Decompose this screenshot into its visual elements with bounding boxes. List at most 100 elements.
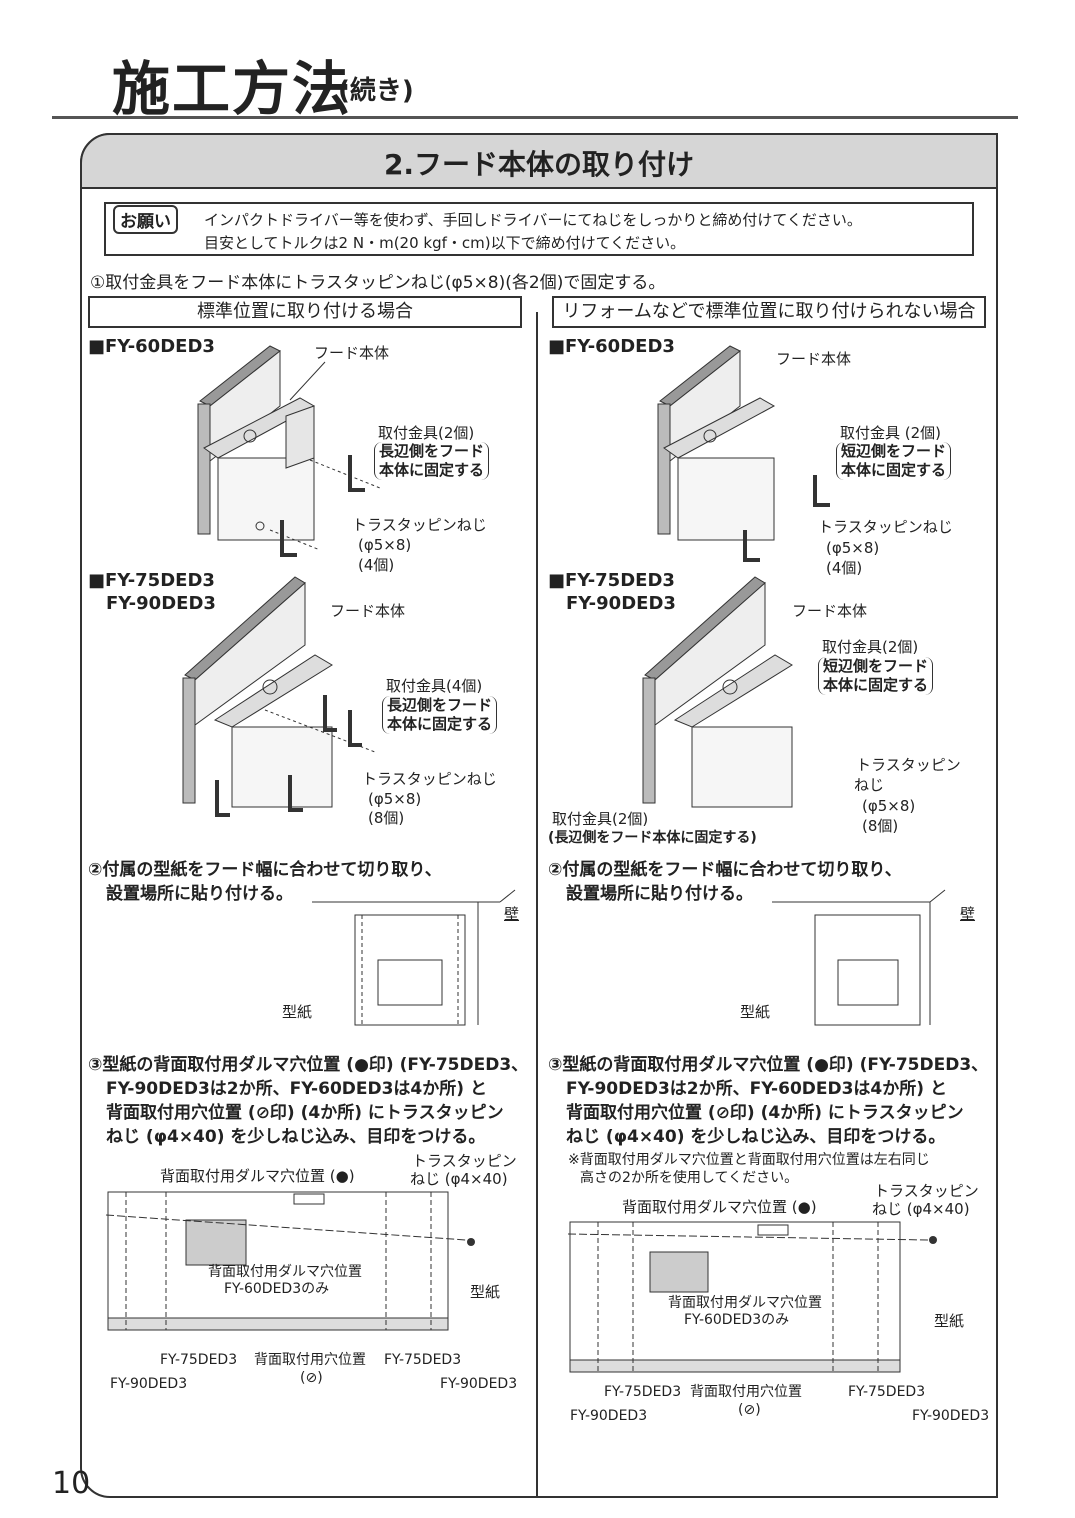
left-bracket-75-note: 長辺側をフード 本体に固定する bbox=[382, 696, 498, 734]
left-step-3-line-2: FY-90DED3は2か所、FY-60DED3は4か所) と bbox=[106, 1079, 487, 1099]
left-daruma-inner-label-2: FY-60DED3のみ bbox=[224, 1281, 330, 1297]
left-step-3-line-1: ③型紙の背面取付用ダルマ穴位置 (●印) (FY-75DED3、 bbox=[88, 1055, 529, 1075]
right-bracket-60-label-1: 取付金具 (2個) bbox=[840, 424, 942, 442]
left-screw-75-label-1: トラスタッピンねじ bbox=[362, 770, 497, 788]
right-screw-75-label-2: ねじ bbox=[854, 776, 885, 794]
left-template-label: 型紙 bbox=[282, 1003, 313, 1021]
section-title: 2.フード本体の取り付け bbox=[383, 148, 695, 181]
left-screw-top-label-1: トラスタッピン bbox=[412, 1152, 517, 1170]
right-step-2-line-2: 設置場所に貼り付ける。 bbox=[566, 884, 753, 904]
right-model-75: ■FY-75DED3 bbox=[548, 570, 675, 591]
right-step-2-line-1: ②付属の型紙をフード幅に合わせて切り取り、 bbox=[548, 860, 902, 880]
left-model-90: FY-90DED3 bbox=[106, 593, 216, 614]
left-template-bottom-label: 型紙 bbox=[470, 1283, 501, 1301]
left-step-3-line-3: 背面取付用穴位置 (⊘印) (4か所) にトラスタッピン bbox=[106, 1103, 504, 1123]
left-bracket-75-label-3: 本体に固定する bbox=[387, 715, 493, 733]
right-daruma-top-label: 背面取付用ダルマ穴位置 (●) bbox=[622, 1198, 817, 1216]
right-hood-75-diagram bbox=[642, 576, 793, 808]
right-screw-75-label-4: (8個) bbox=[862, 817, 899, 835]
left-hole-pos-label: 背面取付用穴位置 bbox=[254, 1352, 366, 1368]
right-step-3-line-1: ③型紙の背面取付用ダルマ穴位置 (●印) (FY-75DED3、 bbox=[548, 1055, 989, 1075]
right-bracket-60-parts bbox=[743, 475, 830, 562]
left-hood-75-label: フード本体 bbox=[330, 602, 406, 620]
right-bracket-long-label-1: 取付金具(2個) bbox=[552, 810, 649, 828]
left-hood-60-leader bbox=[289, 361, 326, 401]
right-screw-60-label-3: (4個) bbox=[826, 559, 863, 577]
left-step-2-line-2: 設置場所に貼り付ける。 bbox=[106, 884, 293, 904]
left-column-header: 標準位置に取り付ける場合 bbox=[88, 296, 522, 328]
left-screw-top-label-2: ねじ (φ4×40) bbox=[410, 1170, 508, 1188]
right-daruma-inner-label-2: FY-60DED3のみ bbox=[684, 1312, 790, 1328]
left-hood-75-diagram bbox=[182, 576, 333, 808]
left-model-75: ■FY-75DED3 bbox=[88, 570, 215, 591]
left-bracket-60-note: 長辺側をフード 本体に固定する bbox=[374, 442, 490, 480]
left-screw-60-label-1: トラスタッピンねじ bbox=[352, 516, 487, 534]
left-bracket-60-parts bbox=[269, 455, 381, 557]
left-fy75-a-label: FY-75DED3 bbox=[160, 1352, 238, 1368]
right-bracket-60-label-2: 短辺側をフード bbox=[841, 442, 947, 460]
left-bracket-75-parts bbox=[215, 695, 376, 817]
right-bracket-75-label-1: 取付金具(2個) bbox=[822, 638, 919, 656]
right-wall-label: 壁 bbox=[960, 905, 976, 923]
notice-tag: お願い bbox=[113, 205, 178, 234]
page-title: 施工方法 bbox=[112, 55, 353, 123]
left-step-3-line-4: ねじ (φ4×40) を少しねじ込み、目印をつける。 bbox=[106, 1127, 486, 1147]
right-step-3-line-4: ねじ (φ4×40) を少しねじ込み、目印をつける。 bbox=[566, 1127, 946, 1147]
right-hole-pos-label: 背面取付用穴位置 bbox=[690, 1384, 802, 1400]
left-fy75-b-label: FY-75DED3 bbox=[384, 1352, 462, 1368]
right-bracket-60-note: 短辺側をフード 本体に固定する bbox=[836, 442, 952, 480]
left-daruma-inner-label-1: 背面取付用ダルマ穴位置 bbox=[208, 1264, 362, 1280]
right-hood-60-diagram bbox=[657, 345, 776, 541]
right-bracket-75-note: 短辺側をフード 本体に固定する bbox=[818, 657, 934, 695]
left-bracket-60-label-1: 取付金具(2個) bbox=[378, 424, 475, 442]
right-bracket-60-label-3: 本体に固定する bbox=[841, 461, 947, 479]
page-number: 10 bbox=[52, 1466, 91, 1501]
right-note-line-1: ※背面取付用ダルマ穴位置と背面取付用穴位置は左右同じ bbox=[568, 1152, 930, 1168]
right-screw-top-label-1: トラスタッピン bbox=[874, 1182, 979, 1200]
left-step-2-line-1: ②付属の型紙をフード幅に合わせて切り取り、 bbox=[88, 860, 442, 880]
right-screw-75-label-3: (φ5×8) bbox=[862, 797, 916, 815]
notice-box bbox=[104, 202, 974, 256]
left-hole-mark-label: (⊘) bbox=[300, 1370, 323, 1386]
right-hole-mark-label: (⊘) bbox=[738, 1402, 761, 1418]
right-step-3-line-3: 背面取付用穴位置 (⊘印) (4か所) にトラスタッピン bbox=[566, 1103, 964, 1123]
right-hood-60-label: フード本体 bbox=[776, 350, 852, 368]
page-subtitle: (続き) bbox=[338, 76, 414, 106]
right-fy90-a-label: FY-90DED3 bbox=[570, 1408, 648, 1424]
left-template-wall-diagram bbox=[312, 889, 516, 1026]
left-screw-60-label-3: (4個) bbox=[358, 556, 395, 574]
right-daruma-inner-label-1: 背面取付用ダルマ穴位置 bbox=[668, 1295, 822, 1311]
left-screw-75-label-2: (φ5×8) bbox=[368, 790, 422, 808]
left-bracket-60-label-3: 本体に固定する bbox=[379, 461, 485, 479]
right-screw-75-label-1: トラスタッピン bbox=[856, 756, 961, 774]
left-fy90-b-label: FY-90DED3 bbox=[440, 1376, 518, 1392]
right-hood-75-label: フード本体 bbox=[792, 602, 868, 620]
right-step-3-line-2: FY-90DED3は2か所、FY-60DED3は4か所) と bbox=[566, 1079, 947, 1099]
right-screw-60-label-1: トラスタッピンねじ bbox=[818, 518, 953, 536]
left-bracket-75-label-1: 取付金具(4個) bbox=[386, 677, 483, 695]
right-screw-top-label-2: ねじ (φ4×40) bbox=[872, 1200, 970, 1218]
right-column-header: リフォームなどで標準位置に取り付けられない場合 bbox=[552, 296, 986, 328]
notice-line-1: インパクトドライバー等を使わず、手回しドライバーにてねじをしっかりと締め付けてく… bbox=[204, 211, 862, 229]
right-model-90: FY-90DED3 bbox=[566, 593, 676, 614]
left-hood-60-diagram bbox=[197, 345, 316, 541]
right-model-60: ■FY-60DED3 bbox=[548, 336, 675, 357]
right-fy75-a-label: FY-75DED3 bbox=[604, 1384, 682, 1400]
left-fy90-a-label: FY-90DED3 bbox=[110, 1376, 188, 1392]
right-template-wall-diagram bbox=[772, 889, 946, 1026]
left-wall-label: 壁 bbox=[504, 905, 520, 923]
section-banner bbox=[80, 133, 998, 189]
left-bracket-75-label-2: 長辺側をフード bbox=[387, 696, 493, 714]
right-bracket-long-label-2: (長辺側をフード本体に固定する) bbox=[548, 830, 757, 846]
left-template-back-diagram bbox=[105, 1191, 475, 1331]
right-screw-60-label-2: (φ5×8) bbox=[826, 539, 880, 557]
left-screw-60-label-2: (φ5×8) bbox=[358, 536, 412, 554]
right-template-label: 型紙 bbox=[740, 1003, 771, 1021]
column-divider bbox=[536, 312, 538, 1497]
notice-line-2: 目安としてトルクは2 N・m(20 kgf・cm)以下で締め付けてください。 bbox=[204, 234, 686, 252]
right-fy75-b-label: FY-75DED3 bbox=[848, 1384, 926, 1400]
left-model-60: ■FY-60DED3 bbox=[88, 336, 215, 357]
step-1-text: ①取付金具をフード本体にトラスタッピンねじ(φ5×8)(各2個)で固定する。 bbox=[90, 273, 666, 293]
right-fy90-b-label: FY-90DED3 bbox=[912, 1408, 990, 1424]
right-template-bottom-label: 型紙 bbox=[934, 1312, 965, 1330]
